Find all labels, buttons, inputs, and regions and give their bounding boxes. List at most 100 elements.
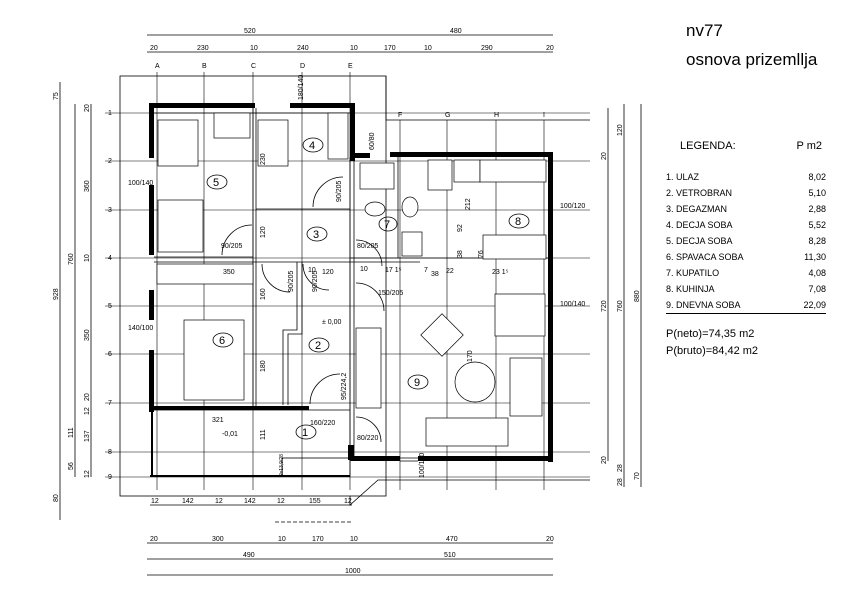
- axis-label: F: [398, 112, 402, 119]
- doors: [221, 176, 385, 443]
- room-name: 5. DECJA SOBA: [666, 236, 733, 246]
- interior-dim: 38: [431, 271, 439, 278]
- room-name: 3. DEGAZMAN: [666, 204, 728, 214]
- dim-label: 480: [450, 28, 462, 35]
- door-size: 90/205: [336, 180, 343, 202]
- armchair: [509, 357, 543, 417]
- axis-label: 8: [108, 449, 112, 456]
- dim-label: 120: [617, 124, 624, 136]
- interior-dim: 2x13,9/28: [279, 454, 285, 476]
- dim-label: 111: [68, 427, 75, 438]
- level-mark: ± 0,00: [322, 319, 342, 326]
- washing-machine-icon: [401, 231, 423, 257]
- dimension-lines: [59, 34, 642, 576]
- axis-label: 6: [108, 351, 112, 358]
- gross-area: P(bruto)=84,42 m2: [666, 345, 759, 357]
- door-size: 90/205: [312, 270, 319, 292]
- door-size: 80/220: [357, 435, 379, 442]
- dim-label: 928: [53, 288, 60, 300]
- room-name: 6. SPAVACA SOBA: [666, 252, 744, 262]
- room-number: 8: [515, 216, 521, 228]
- interior-dim: 22: [446, 268, 454, 275]
- round-table: [454, 361, 496, 403]
- plan-title: nv77: [686, 21, 723, 40]
- interior-dim: 350: [223, 269, 235, 276]
- dim-label: 155: [309, 498, 321, 505]
- window-size: 100/140: [560, 301, 585, 308]
- kitchen-sink-icon: [453, 159, 481, 183]
- door-size: 160/220: [310, 420, 335, 427]
- dim-label: 880: [634, 290, 641, 302]
- dim-label: 760: [617, 300, 624, 312]
- axis-label: 9: [108, 474, 112, 481]
- kitchen-counter: [479, 159, 547, 183]
- interior-dim: 10: [308, 267, 316, 274]
- plan-subtitle: osnova prizemllja: [686, 50, 818, 69]
- axis-label: G: [445, 112, 450, 119]
- dimension-labels: 520 480 20 230 10 240 10 170 10 290 20 1…: [53, 28, 641, 575]
- dim-label: 230: [197, 45, 209, 52]
- axis-label: C: [251, 63, 256, 70]
- interior-dim: 120: [260, 226, 267, 238]
- dim-label: 360: [84, 180, 91, 192]
- axis-label: B: [202, 63, 207, 70]
- dim-label: 300: [212, 536, 224, 543]
- legend-row: 6. SPAVACA SOBA 11,30: [666, 249, 826, 265]
- interior-dim: 321: [212, 417, 224, 424]
- room-number: 5: [213, 177, 219, 189]
- dim-label: 12: [344, 498, 352, 505]
- room-area: 22,09: [803, 300, 826, 310]
- dim-label: 20: [601, 456, 608, 464]
- room-number: 1: [302, 427, 308, 439]
- dim-label: 350: [84, 329, 91, 341]
- interior-dim: 92: [457, 224, 464, 232]
- window-size: 100/120: [560, 203, 585, 210]
- room-numbers: 4 5 3 7 8 6 2 9 1: [206, 137, 530, 440]
- interior-dim: 212: [465, 198, 472, 210]
- door-size: 90/205: [288, 270, 295, 292]
- room-name: 2. VETROBRAN: [666, 188, 733, 198]
- double-bed: [183, 319, 245, 401]
- room-area: 11,30: [804, 252, 826, 262]
- stove-icon: [427, 159, 453, 191]
- door-size: 150/205: [378, 290, 403, 297]
- axis-label: 5: [108, 303, 112, 310]
- room-area: 8,28: [808, 236, 826, 246]
- dim-label: 20: [150, 45, 158, 52]
- interior-dim: 10: [360, 266, 368, 273]
- door-size: 90/205: [221, 243, 243, 250]
- dim-label: 170: [312, 536, 324, 543]
- room-number: 3: [313, 229, 319, 241]
- axis-label: A: [155, 63, 160, 70]
- room-area: 5,52: [808, 220, 826, 230]
- dim-label: 28: [617, 464, 624, 472]
- bed: [257, 119, 289, 167]
- axis-label: D: [300, 63, 305, 70]
- dim-label: 240: [297, 45, 309, 52]
- dim-label: 12: [84, 407, 91, 415]
- dim-label: 20: [150, 536, 158, 543]
- dim-label: 12: [84, 470, 91, 478]
- walls: [149, 103, 553, 477]
- room-name: 8. KUHINJA: [666, 284, 715, 294]
- dim-label: 10: [424, 45, 432, 52]
- dim-label: 1000: [345, 568, 361, 575]
- window-size: 100/140: [419, 453, 426, 478]
- interior-dim: 17 1⁵: [385, 267, 402, 274]
- dim-label: 760: [68, 253, 75, 265]
- wardrobe: [213, 112, 251, 139]
- axis-label: 1: [108, 110, 112, 117]
- dim-label: 10: [278, 536, 286, 543]
- dim-label: 80: [53, 494, 60, 502]
- dim-label: 142: [244, 498, 256, 505]
- legend-heading: LEGENDA:: [680, 140, 736, 152]
- dim-label: 720: [601, 300, 608, 312]
- room-name: 7. KUPATILO: [666, 268, 720, 278]
- dim-label: 10: [84, 254, 91, 262]
- axis-label: E: [348, 63, 353, 70]
